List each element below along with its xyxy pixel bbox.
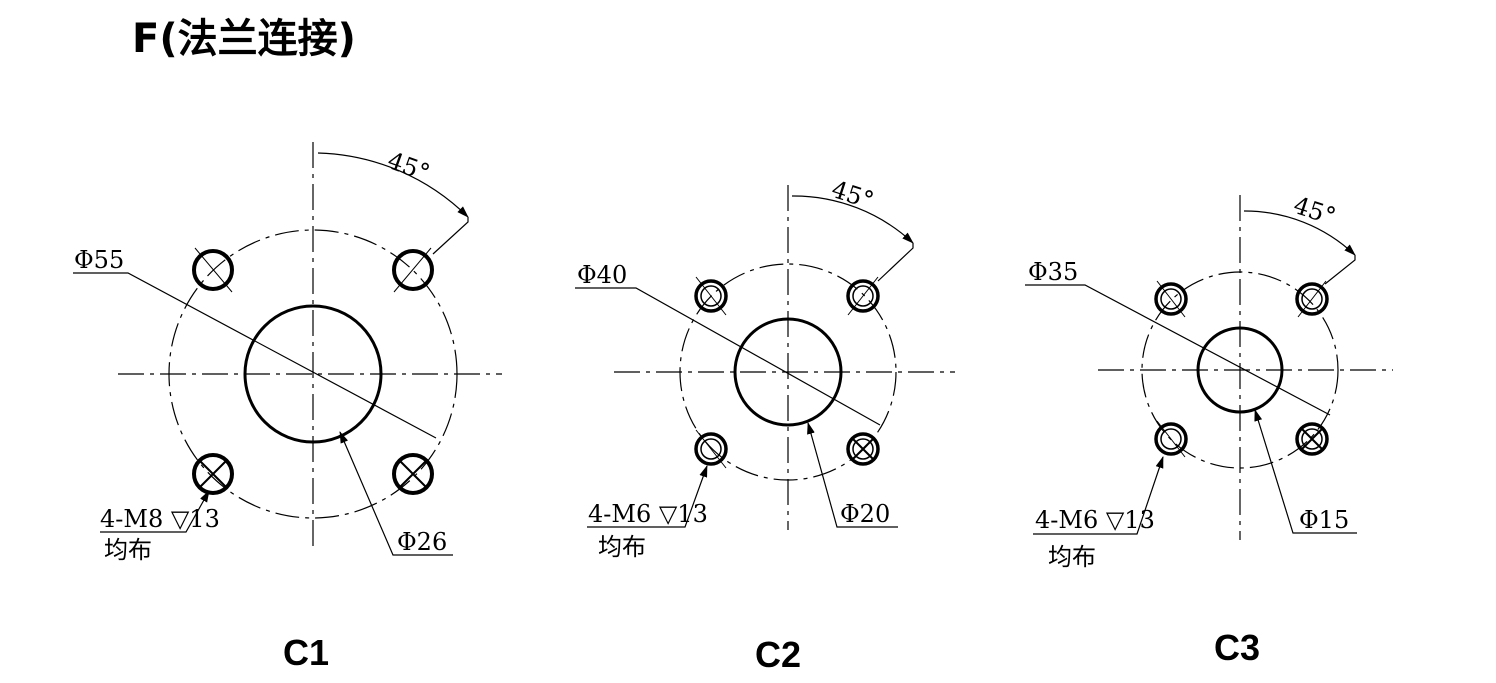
bolt-pitch-circle	[679, 263, 897, 481]
bore-diameter-leader	[339, 431, 453, 556]
angle-extension-line	[1324, 255, 1356, 285]
angle-extension-line	[877, 243, 914, 282]
center-bore	[243, 304, 383, 444]
flange-caption-c2: C2	[755, 634, 802, 675]
hole-note-label: 均布	[598, 533, 646, 561]
center-bore	[1196, 326, 1284, 414]
bore-diameter-label: Φ15	[1299, 506, 1349, 534]
hole-spec-leader	[100, 490, 210, 533]
angle-label: 45°	[1290, 191, 1339, 231]
bolt-pitch-circle	[168, 229, 458, 519]
center-bore	[733, 317, 843, 427]
bolt-hole	[392, 247, 434, 293]
flange-caption-c3: C3	[1214, 627, 1261, 668]
pitch-diameter-label: Φ55	[74, 246, 124, 274]
bolt-hole-marked	[192, 453, 234, 495]
angle-label: 45°	[384, 146, 434, 187]
flange-c2: 45° Φ40 Φ20 4-M6 ▽13 均布	[575, 175, 955, 561]
bolt-hole	[694, 429, 728, 469]
bolt-pitch-circle	[1141, 271, 1339, 469]
hole-spec-label: 4-M6 ▽13	[1035, 506, 1155, 534]
hole-spec-leader	[1033, 456, 1164, 535]
pitch-diameter-leader	[73, 272, 437, 439]
angle-dimension-arc	[791, 195, 914, 244]
pitch-diameter-label: Φ40	[577, 261, 627, 289]
bolt-hole	[846, 276, 880, 316]
bore-diameter-leader	[1254, 409, 1357, 534]
bolt-hole	[1295, 280, 1329, 318]
angle-dimension-arc	[317, 152, 469, 218]
bolt-hole-marked	[846, 432, 880, 466]
bolt-hole	[1154, 420, 1188, 458]
bolt-hole	[192, 247, 234, 293]
angle-extension-line	[432, 217, 469, 255]
hole-spec-label: 4-M6 ▽13	[588, 500, 708, 528]
angle-dimension-arc	[1243, 210, 1356, 256]
flange-caption-c1: C1	[283, 632, 330, 673]
bore-diameter-label: Φ20	[840, 500, 890, 528]
hole-note-label: 均布	[1048, 543, 1096, 571]
hole-spec-leader	[587, 465, 708, 528]
bore-diameter-label: Φ26	[397, 528, 447, 556]
page-title: F(法兰连接)	[132, 16, 356, 62]
angle-label: 45°	[828, 175, 877, 215]
bolt-hole-marked	[1295, 422, 1329, 456]
flange-c1: 45° Φ55 Φ26 4-M8 ▽13 均布	[73, 142, 502, 564]
pitch-diameter-label: Φ35	[1028, 258, 1078, 286]
hole-spec-label: 4-M8 ▽13	[100, 505, 220, 533]
pitch-diameter-leader	[575, 287, 881, 426]
flange-c3: 45° Φ35 Φ15 4-M6 ▽13 均布	[1025, 191, 1393, 571]
bolt-hole-marked	[392, 453, 434, 495]
bolt-hole	[1154, 280, 1188, 318]
bolt-hole	[694, 276, 728, 316]
hole-note-label: 均布	[104, 536, 152, 564]
bore-diameter-leader	[807, 422, 898, 528]
pitch-diameter-leader	[1025, 284, 1331, 416]
